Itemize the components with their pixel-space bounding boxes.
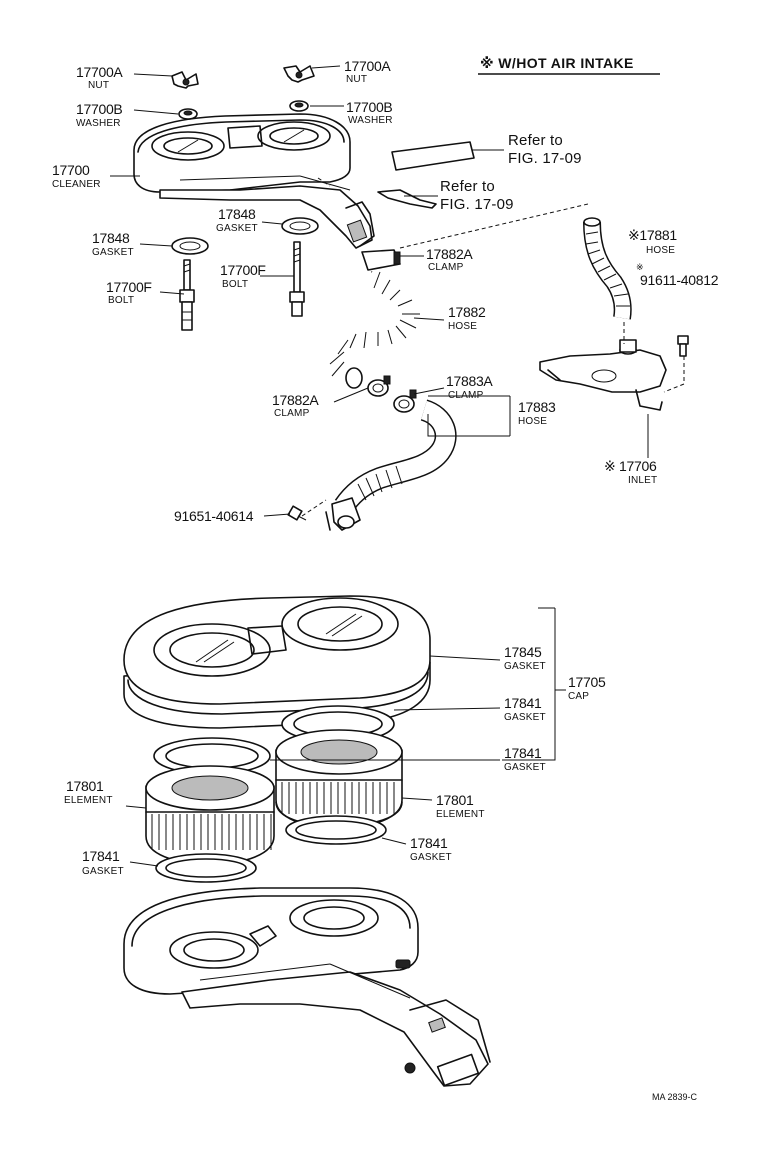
gasket-17841-lower-left [155, 853, 257, 883]
callout-17841-b-name: GASKET [504, 762, 546, 773]
callout-17700b-right-number: 17700B [346, 99, 392, 115]
callout-17700a-right-number: 17700A [344, 58, 391, 74]
gasket-17848-mid [281, 217, 319, 235]
washer-right [289, 100, 309, 112]
callout-17882a-top-number: 17882A [426, 246, 473, 262]
callout-17881-name: HOSE [646, 245, 675, 256]
washer-left [178, 108, 198, 120]
wing-nut-left [171, 71, 199, 89]
clamp-17882a-top [361, 249, 401, 271]
callout-17801-left-number: 17801 [66, 778, 104, 794]
callout-17883a-number: 17883A [446, 373, 493, 389]
callout-17882-number: 17882 [448, 304, 486, 320]
gasket-17841-lower-right [285, 815, 387, 845]
callout-17841-d-name: GASKET [82, 866, 124, 877]
bolt-91651-40614-drawing [287, 505, 307, 521]
inlet-17706-drawing [539, 339, 667, 411]
callout-17883a-name: CLAMP [448, 390, 484, 401]
cleaner-base-drawing [123, 887, 491, 1087]
callout-17841-d-number: 17841 [82, 848, 120, 864]
callout-91611-40812-mark: ※ [636, 262, 644, 272]
hot-air-intake-note: ※ W/HOT AIR INTAKE [480, 55, 634, 71]
callout-17705-number: 17705 [568, 674, 606, 690]
element-17801-left [145, 765, 275, 865]
refer-to-label-1: Refer to [508, 132, 563, 149]
callout-17700b-left-number: 17700B [76, 101, 122, 117]
air-cleaner-top-drawing [133, 113, 375, 249]
bolt-17700f-mid [289, 241, 305, 317]
dash-connector-bolt-inlet [663, 356, 685, 393]
callout-17700-number: 17700 [52, 162, 90, 178]
hose-17881-drawing [583, 217, 632, 320]
refer-to-figure-1: FIG. 17-09 [508, 150, 582, 167]
callout-17841-b-number: 17841 [504, 745, 542, 761]
callout-91651-40614: 91651-40614 [174, 508, 254, 524]
callout-17700b-right-name: WASHER [348, 115, 393, 126]
callout-17882a-top-name: CLAMP [428, 262, 464, 273]
figure-code: MA 2839-C [652, 1092, 698, 1102]
refer-bracket-part [377, 189, 437, 209]
bolt-17700f-left [179, 259, 195, 331]
gasket-17848-left [171, 237, 209, 255]
callout-17700a-left-name: NUT [88, 80, 109, 91]
clamp-17882a-lower [367, 375, 391, 397]
callout-17700a-left-number: 17700A [76, 64, 123, 80]
dash-connector-bolt-hose [301, 499, 327, 517]
callout-17706-name: INLET [628, 475, 657, 486]
callout-17845-name: GASKET [504, 661, 546, 672]
refer-to-figure-2: FIG. 17-09 [440, 196, 514, 213]
callout-17841-c-number: 17841 [410, 835, 448, 851]
hose-17882-drawing [319, 264, 421, 389]
refer-panel-part [391, 141, 475, 171]
callout-17700f-mid-number: 17700F [220, 262, 266, 278]
callout-17882a-lower-number: 17882A [272, 392, 319, 408]
callout-17706-number: ※ 17706 [604, 458, 657, 474]
callout-17700f-left-name: BOLT [108, 295, 134, 306]
callout-17700a-right-name: NUT [346, 74, 367, 85]
callout-17883-number: 17883 [518, 399, 556, 415]
callout-17700f-left-number: 17700F [106, 279, 152, 295]
clamp-17883a [393, 389, 417, 413]
callout-91611-40812: 91611-40812 [640, 272, 719, 288]
wing-nut-right [283, 65, 315, 83]
callout-17700-name: CLEANER [52, 179, 101, 190]
callout-17841-c-name: GASKET [410, 852, 452, 863]
callout-17700b-left-name: WASHER [76, 118, 121, 129]
callout-17848-mid-name: GASKET [216, 223, 258, 234]
callout-17882a-lower-name: CLAMP [274, 408, 310, 419]
callout-17841-a-number: 17841 [504, 695, 542, 711]
bolt-91611-40812-drawing [677, 335, 689, 357]
callout-17700f-mid-name: BOLT [222, 279, 248, 290]
cap-17705-drawing [123, 595, 431, 729]
callout-17883-name: HOSE [518, 416, 547, 427]
callout-17848-left-number: 17848 [92, 230, 130, 246]
callout-17848-left-name: GASKET [92, 247, 134, 258]
callout-17848-mid-number: 17848 [218, 206, 256, 222]
callout-17801-right-name: ELEMENT [436, 809, 485, 820]
callout-17841-a-name: GASKET [504, 712, 546, 723]
callout-17705-name: CAP [568, 691, 589, 702]
dash-connector-cleaner-hose [317, 177, 331, 187]
callout-17845-number: 17845 [504, 644, 542, 660]
refer-to-label-2: Refer to [440, 178, 495, 195]
callout-17801-left-name: ELEMENT [64, 795, 113, 806]
leader-lines [110, 65, 649, 867]
element-17801-right [275, 729, 403, 829]
callout-17882-name: HOSE [448, 321, 477, 332]
hose-17883-drawing [325, 399, 457, 531]
callout-17881-number: ※17881 [628, 227, 677, 243]
callout-17801-right-number: 17801 [436, 792, 474, 808]
